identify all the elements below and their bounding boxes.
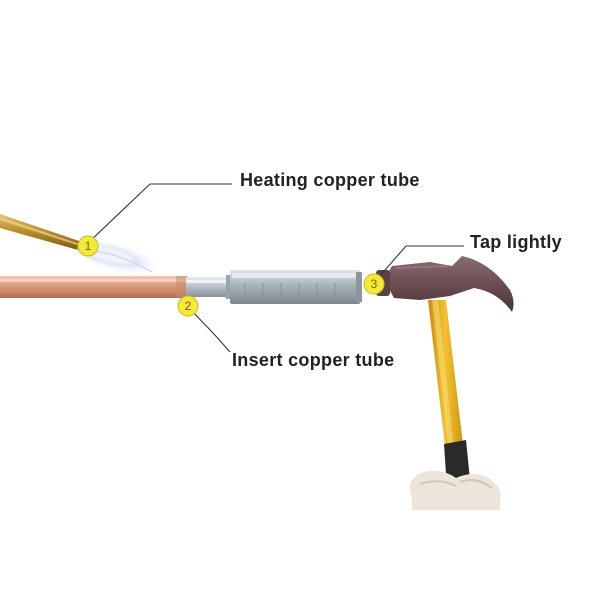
fitting-collar <box>186 275 232 299</box>
expander-body <box>230 270 362 304</box>
step-number-2: 2 <box>185 299 192 313</box>
leader-line-2 <box>189 308 231 353</box>
leader-line-3 <box>377 245 464 279</box>
label-tap-lightly: Tap lightly <box>470 232 562 252</box>
torch-rod <box>0 214 82 250</box>
label-insert-copper-tube: Insert copper tube <box>232 350 395 370</box>
step-number-1: 1 <box>85 239 92 253</box>
step-marker-2: 2 <box>177 295 199 317</box>
step-marker-3: 3 <box>363 273 385 295</box>
copper-tube <box>0 276 188 298</box>
glove-icon <box>409 470 501 510</box>
leader-line-1 <box>87 183 232 244</box>
step-marker-1: 1 <box>77 235 99 257</box>
leader-lines <box>87 183 464 353</box>
label-heating-copper-tube: Heating copper tube <box>240 170 420 190</box>
hammer-icon <box>376 256 514 504</box>
step-number-3: 3 <box>371 277 378 291</box>
